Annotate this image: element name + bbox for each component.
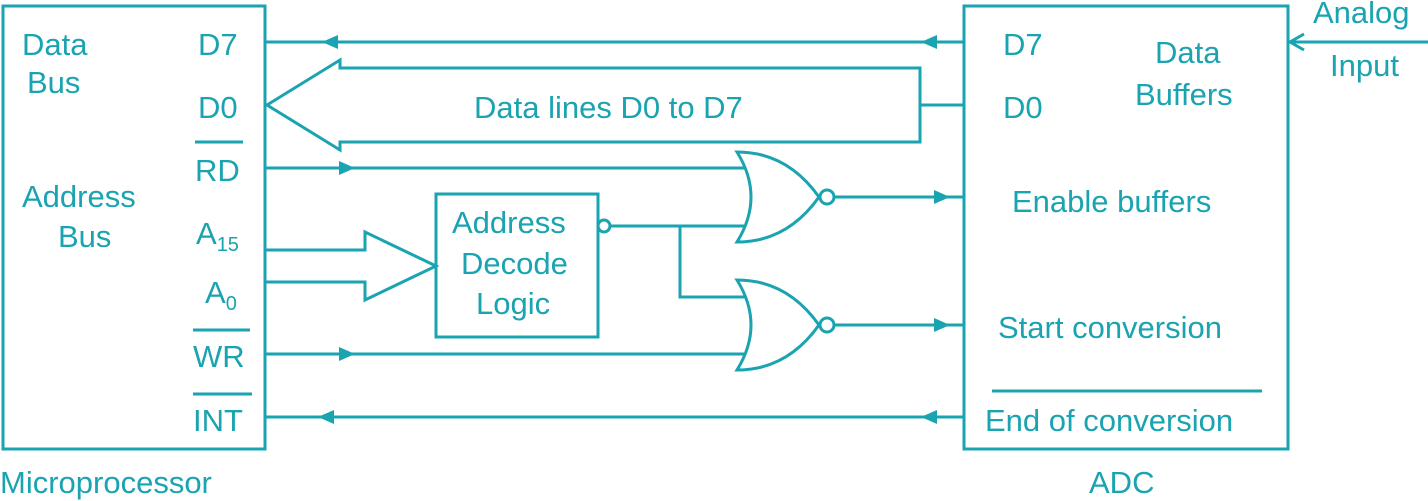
decoder-label-line2: Decode [461,246,568,281]
decoder-branch-wire [678,226,755,299]
enable-buffers-arrow [934,190,950,204]
pin-d0-label: D0 [198,90,238,125]
decoder-label-line1: Address [452,205,566,240]
pin-d7-label: D7 [198,27,238,62]
int-arrow-right [921,410,937,424]
data-buffers-label-line1: Data [1155,35,1221,70]
data-buffers-label-line2: Buffers [1135,77,1233,112]
pin-a0-subscript: 0 [226,293,237,315]
nor-gate-start-bubble [818,316,836,334]
adc-pin-d0-label: D0 [1003,90,1043,125]
address-bus-arrow [263,229,440,303]
start-conversion-label: Start conversion [998,310,1222,345]
rd-arrow [339,161,355,175]
pin-rd-label: RD [195,153,240,188]
int-arrow-left [318,410,334,424]
pin-wr-label: WR [193,339,245,374]
d7-arrow-right [921,35,937,49]
nor-gate-enable [734,150,821,244]
address-bus-label-line2: Bus [58,219,111,254]
wr-arrow [339,347,355,361]
microprocessor-caption: Microprocessor [0,465,212,500]
decoder-output-bubble [596,218,612,234]
address-decoder-block [434,192,600,339]
start-conversion-arrow [934,318,950,332]
address-bus-label-line1: Address [22,179,136,214]
nor-gate-enable-bubble [818,188,836,206]
data-lines-label: Data lines D0 to D7 [474,90,743,125]
analog-input-label-line1: Analog [1313,0,1410,30]
pin-a15-letter: A [196,216,217,251]
decoder-label-line3: Logic [476,286,550,321]
pin-a15-label: A15 [196,216,239,256]
pin-a0-label: A0 [205,275,237,315]
pin-a0-letter: A [205,275,226,310]
adc-caption: ADC [1089,465,1154,500]
adc-pin-d7-label: D7 [1003,27,1043,62]
analog-input-arrowhead [1286,32,1305,52]
analog-input-label-line2: Input [1330,48,1399,83]
adc-block [962,4,1290,451]
nor-gate-start [734,278,821,372]
pin-int-label: INT [193,403,243,438]
data-bus-label-line2: Bus [27,65,80,100]
microprocessor-block [1,4,267,451]
pin-a15-subscript: 15 [217,234,239,256]
end-of-conversion-label: End of conversion [985,403,1233,438]
data-bus-label-line1: Data [22,27,88,62]
d7-arrow-left [322,35,338,49]
enable-buffers-label: Enable buffers [1012,184,1211,219]
